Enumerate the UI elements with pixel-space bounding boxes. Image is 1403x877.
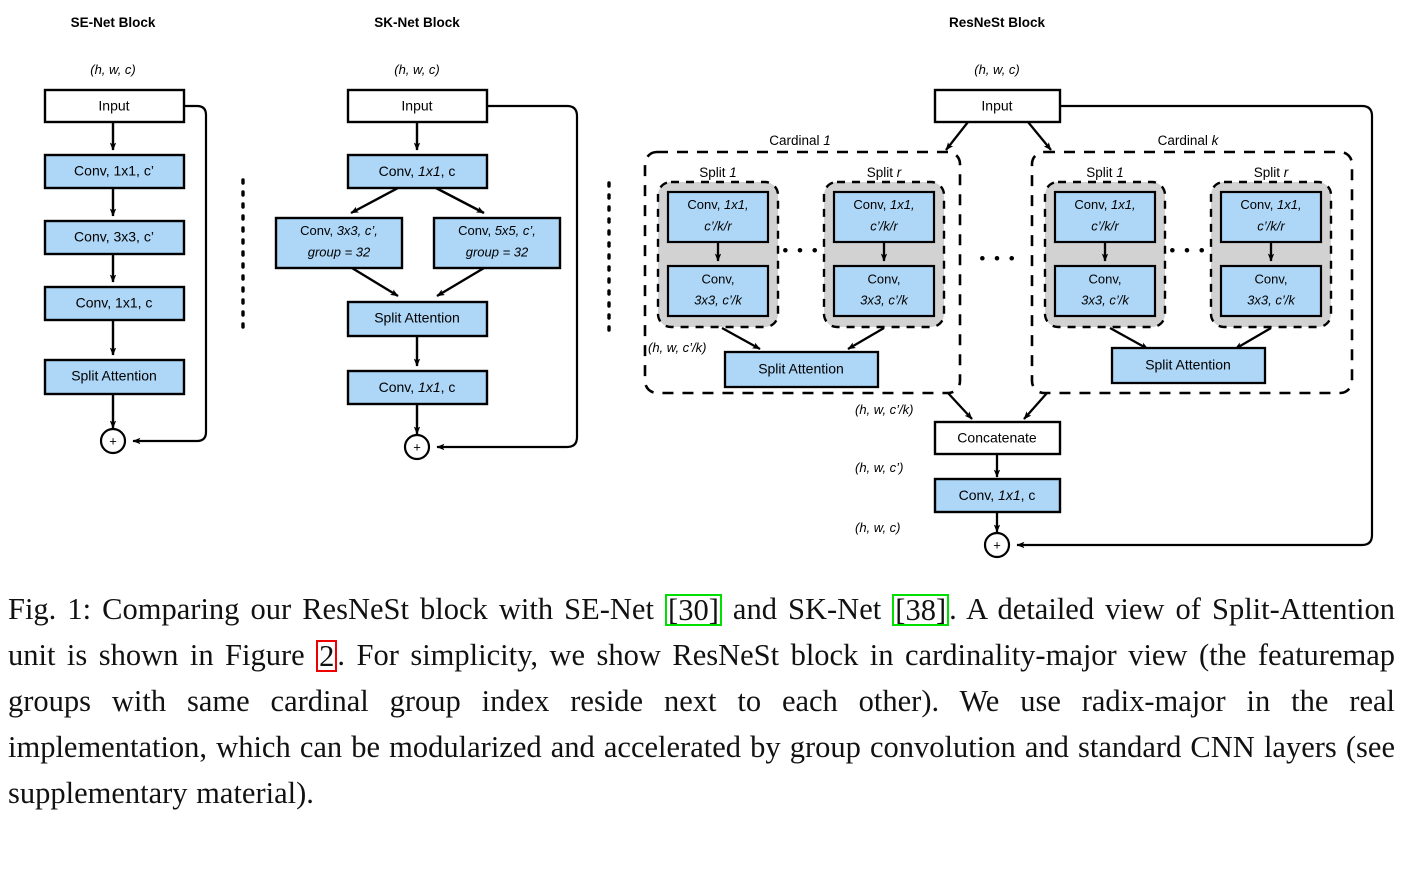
- cardinal-k-split-1-conv1[interactable]: [1053, 190, 1157, 244]
- cardinal-1-split-1-conv1[interactable]: [666, 190, 770, 244]
- resnest-concatenate-box[interactable]: [933, 420, 1062, 456]
- cardinal-1-split-1-conv1-line2: c’/k/r: [704, 218, 732, 233]
- cardinal-1-splits-ellipsis: • • •: [782, 241, 819, 260]
- resnest-add-symbol: +: [993, 537, 1001, 552]
- sk-net-input-label: Input: [401, 98, 432, 114]
- resnest-concatenate-label: Concatenate: [957, 430, 1037, 446]
- se-net-layer-1-label: Conv, 3x3, c’: [74, 229, 154, 245]
- sk-net-branch-right-line1: Conv, 5x5, c’,: [458, 223, 536, 238]
- cardinal-1-split-r-conv2-line1: Conv,: [868, 271, 901, 286]
- se-net-input-label: Input: [98, 98, 129, 114]
- citation-link[interactable]: 2: [316, 640, 338, 673]
- sk-net-add-node[interactable]: [403, 433, 431, 461]
- cardinal-k-split-1-conv2-line2: 3x3, c’/k: [1081, 292, 1130, 307]
- resnest-title: ResNeSt Block: [949, 15, 1046, 30]
- sk-net-branch-right[interactable]: [432, 216, 562, 270]
- sk-net-conv-top[interactable]: [346, 153, 489, 190]
- se-net-layer-3-label: Split Attention: [71, 368, 157, 384]
- caption-text: . A detailed view of Split-Attention uni…: [8, 592, 1395, 672]
- cardinal-k-split-attention[interactable]: [1110, 346, 1267, 385]
- se-net-input-shape: (h, w, c): [90, 62, 136, 77]
- sk-net-split-attention-label: Split Attention: [374, 310, 460, 326]
- resnest-conv-final-label: Conv, 1x1, c: [959, 487, 1036, 503]
- se-net-layer-3[interactable]: [43, 358, 186, 396]
- sk-net-conv-bottom-label: Conv, 1x1, c: [379, 379, 456, 395]
- cardinal-1-split-r-conv2[interactable]: [832, 264, 936, 318]
- se-net-layer-0[interactable]: [43, 153, 186, 190]
- cardinal-k-split-r-conv1-line1: Conv, 1x1,: [1240, 197, 1301, 212]
- resnest-shape-ck-out: (h, w, c’/k): [855, 402, 914, 417]
- cardinal-k-split-r-label: Split r: [1254, 165, 1289, 180]
- resnest-shape-c: (h, w, c): [855, 520, 901, 535]
- sk-net-branch-left-line1: Conv, 3x3, c’,: [300, 223, 378, 238]
- architecture-diagram: SE-Net Block (h, w, c) Input Conv, 1x1, …: [43, 15, 1374, 559]
- se-net-title: SE-Net Block: [71, 15, 156, 30]
- sk-net-branch-right-line2: group = 32: [466, 244, 529, 259]
- cardinal-k-splits-ellipsis: • • •: [1169, 241, 1206, 260]
- cardinals-ellipsis: • • •: [979, 249, 1016, 268]
- se-net-layer-2[interactable]: [43, 285, 186, 322]
- se-net-layer-2-label: Conv, 1x1, c: [76, 295, 153, 311]
- resnest-skip-connection: [1016, 104, 1374, 549]
- se-net-add-node[interactable]: [99, 427, 127, 455]
- cardinal-1-split-1-label: Split 1: [699, 165, 737, 180]
- caption-text: and SK-Net: [721, 592, 893, 626]
- sk-net-branch-left-line2: group = 32: [308, 244, 371, 259]
- cardinal-1-split-1-conv1-line1: Conv, 1x1,: [687, 197, 748, 212]
- se-net-layer-0-label: Conv, 1x1, c’: [74, 163, 154, 179]
- resnest-add-node[interactable]: [983, 531, 1011, 559]
- cardinal-1-boundary: [643, 150, 962, 395]
- resnest-input-shape: (h, w, c): [974, 62, 1020, 77]
- se-net-add-symbol: +: [109, 433, 117, 448]
- caption-label: Fig. 1:: [8, 592, 92, 626]
- resnest-conv-final[interactable]: [933, 477, 1062, 514]
- cardinal-k-split-1-conv1-line1: Conv, 1x1,: [1074, 197, 1135, 212]
- cardinal-1-split-r-label: Split r: [867, 165, 902, 180]
- cardinal-1-shape-ck: (h, w, c’/k): [648, 340, 707, 355]
- cardinal-k-split-1-conv2-line1: Conv,: [1089, 271, 1122, 286]
- sk-net-add-symbol: +: [413, 439, 421, 454]
- citation-link[interactable]: [30]: [665, 594, 722, 627]
- sk-net-branch-left[interactable]: [274, 216, 404, 270]
- resnest-shape-cprime: (h, w, c’): [855, 460, 903, 475]
- cardinal-k-split-r-conv2[interactable]: [1219, 264, 1323, 318]
- caption-text: Comparing our ResNeSt block with SE-Net: [91, 592, 666, 626]
- figure-caption: Fig. 1: Comparing our ResNeSt block with…: [0, 586, 1403, 816]
- sk-net-conv-top-label: Conv, 1x1, c: [379, 163, 456, 179]
- cardinal-1-split-1-conv2[interactable]: [666, 264, 770, 318]
- cardinal-k-split-r-conv1-line2: c’/k/r: [1257, 218, 1285, 233]
- se-net-block: SE-Net Block (h, w, c) Input Conv, 1x1, …: [43, 15, 208, 455]
- sk-net-block: SK-Net Block (h, w, c) Input Conv, 1x1, …: [274, 15, 579, 461]
- resnest-block: ResNeSt Block (h, w, c) Input Cardinal 1…: [643, 15, 1374, 559]
- cardinal-k-split-1-conv2[interactable]: [1053, 264, 1157, 318]
- cardinal-1-split-1-conv2-line2: 3x3, c’/k: [694, 292, 743, 307]
- caption-text: . For simplicity, we show ResNeSt block …: [8, 638, 1395, 810]
- cardinal-k-label: Cardinal k: [1158, 133, 1220, 148]
- cardinal-1-split-attention-label: Split Attention: [758, 361, 844, 377]
- cardinal-k-boundary: [1030, 150, 1354, 395]
- resnest-input-label: Input: [981, 98, 1012, 114]
- cardinal-k-split-r-conv2-line2: 3x3, c’/k: [1247, 292, 1296, 307]
- sk-net-input-shape: (h, w, c): [394, 62, 440, 77]
- cardinal-1-label: Cardinal 1: [769, 133, 831, 148]
- cardinal-1-split-r-conv1-line1: Conv, 1x1,: [853, 197, 914, 212]
- se-net-input-box[interactable]: [43, 88, 186, 124]
- cardinal-1-split-1-conv2-line1: Conv,: [702, 271, 735, 286]
- cardinal-group-k: Cardinal k Split 1 Conv, 1x1, c’/k/r Con…: [1030, 133, 1354, 395]
- citation-link[interactable]: [38]: [892, 594, 950, 627]
- se-net-layer-1[interactable]: [43, 219, 186, 256]
- cardinal-k-split-1-label: Split 1: [1086, 165, 1124, 180]
- sk-net-skip-connection: [436, 104, 579, 451]
- cardinal-k-split-attention-label: Split Attention: [1145, 357, 1231, 373]
- cardinal-1-split-r-conv2-line2: 3x3, c’/k: [860, 292, 909, 307]
- cardinal-k-split-r-conv2-line1: Conv,: [1255, 271, 1288, 286]
- sk-net-title: SK-Net Block: [374, 15, 460, 30]
- se-net-skip-connection: [132, 104, 208, 445]
- cardinal-k-split-1-conv1-line2: c’/k/r: [1091, 218, 1119, 233]
- cardinal-group-1: Cardinal 1 Split 1 Conv, 1x1, c’/k/r Con…: [643, 133, 962, 395]
- cardinal-1-split-attention[interactable]: [723, 350, 880, 389]
- cardinal-1-split-r-conv1-line2: c’/k/r: [870, 218, 898, 233]
